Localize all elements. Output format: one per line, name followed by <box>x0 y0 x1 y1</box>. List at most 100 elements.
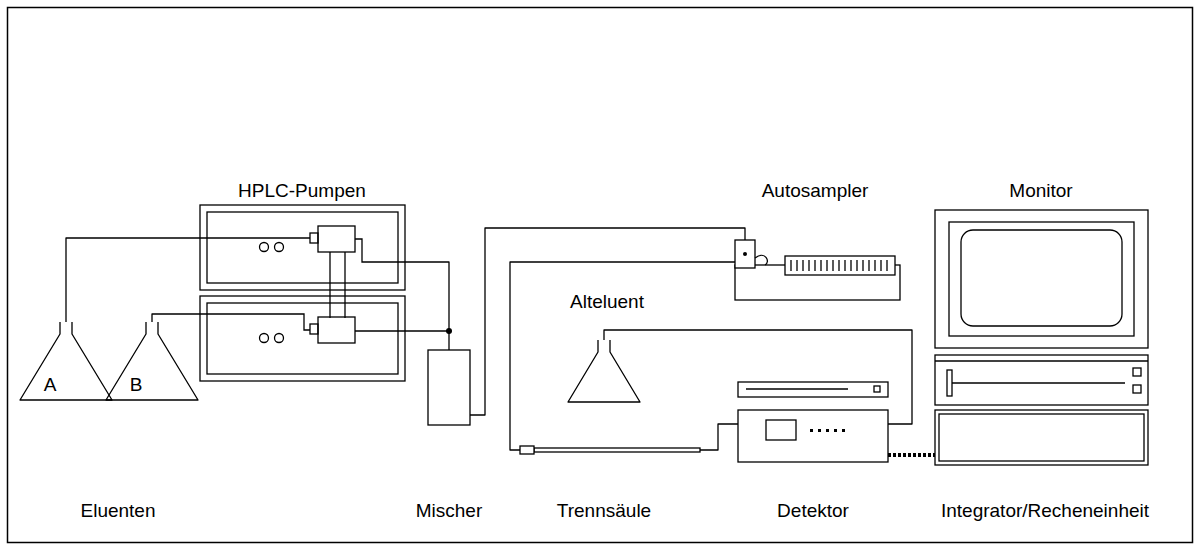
unit-line <box>952 382 1125 383</box>
detector-body <box>738 410 888 462</box>
pump-housing <box>200 205 405 290</box>
autosampler: Autosampler <box>735 240 900 300</box>
vial <box>820 260 821 271</box>
monitor-housing <box>935 210 1148 348</box>
shape-outline <box>935 210 1148 465</box>
vial <box>832 260 833 271</box>
monitor-bezel <box>949 222 1134 336</box>
outlet-tube <box>355 239 405 262</box>
pump-head <box>318 317 355 343</box>
tube <box>405 262 449 350</box>
shape-outline <box>20 322 112 400</box>
part-label: Monitor <box>1009 180 1072 202</box>
pump-knob <box>275 334 284 343</box>
vial <box>796 260 797 271</box>
detector: Detektor <box>738 380 888 462</box>
pump-inlet <box>310 324 318 334</box>
sample-tray <box>785 256 895 275</box>
part-label: Trennsäule <box>557 500 651 522</box>
mixer-box <box>428 350 470 425</box>
integrator-panel <box>939 414 1144 461</box>
monitor-screen <box>961 230 1122 326</box>
pump-knob <box>260 334 269 343</box>
data-cable <box>888 453 935 457</box>
eluent-flask: B <box>106 322 198 400</box>
disk-slot <box>947 370 952 396</box>
inlet-tube <box>200 237 310 238</box>
shape-outline <box>200 205 405 381</box>
group-label: Eluenten <box>80 500 155 522</box>
tube <box>152 314 200 322</box>
column-tube <box>534 448 700 452</box>
pump-head <box>318 226 355 252</box>
tube <box>470 228 745 415</box>
detector-led <box>810 429 813 432</box>
detector-slot <box>746 388 848 389</box>
waste-flask: Alteluent <box>568 340 640 402</box>
flask-outline <box>106 322 198 400</box>
part-label: Integrator/Recheneinheit <box>941 500 1149 522</box>
detector-led <box>834 429 837 432</box>
flask-outline <box>20 322 112 400</box>
detector-button <box>874 386 880 392</box>
injector <box>735 240 755 268</box>
detector-led <box>818 429 821 432</box>
outlet-tube <box>355 330 405 331</box>
shape-outline <box>735 240 900 300</box>
unit-strip <box>935 360 1148 361</box>
part-label: B <box>130 374 143 396</box>
vial <box>844 260 845 271</box>
tube <box>510 262 735 450</box>
injector-port <box>743 252 747 256</box>
vial <box>880 260 881 271</box>
vial <box>868 260 869 271</box>
detector-led <box>842 429 845 432</box>
pump-outlet-tube <box>405 330 449 331</box>
part-label: HPLC-Pumpen <box>238 180 366 202</box>
vial <box>814 260 815 271</box>
detector-top-unit <box>738 382 888 397</box>
part-label: Detektor <box>777 500 849 522</box>
pump-stack: HPLC-Pumpen <box>200 205 405 381</box>
pump-link <box>344 252 345 318</box>
eluent-flask: A <box>20 322 112 400</box>
unit-button <box>1133 368 1141 376</box>
pump-knob <box>260 243 269 252</box>
part-label: A <box>44 374 57 396</box>
vial <box>790 260 791 271</box>
tube <box>700 424 738 450</box>
frame <box>8 8 1193 543</box>
shape-outline <box>106 322 198 400</box>
pump-link <box>329 252 330 318</box>
part-label: Mischer <box>416 500 483 522</box>
integrator-unit <box>935 410 1148 465</box>
vial <box>862 260 863 271</box>
vial <box>808 260 809 271</box>
mixer: Mischer <box>428 350 470 425</box>
column: Trennsäule <box>520 444 700 456</box>
computer-unit <box>935 355 1148 405</box>
shape-outline <box>568 340 640 402</box>
pump-knob <box>275 243 284 252</box>
computer: MonitorIntegrator/Recheneinheit <box>935 210 1148 465</box>
shape-outline <box>520 444 700 456</box>
vial <box>874 260 875 271</box>
inlet-tube <box>200 314 310 330</box>
sample-loop <box>755 255 767 265</box>
flask-outline <box>568 340 640 402</box>
part-label: Alteluent <box>570 291 644 313</box>
column-fitting <box>520 446 534 454</box>
pump-housing <box>200 296 405 381</box>
vial <box>838 260 839 271</box>
detector-display <box>766 420 796 440</box>
pump-inlet <box>310 233 318 243</box>
vial <box>826 260 827 271</box>
vial <box>856 260 857 271</box>
tube <box>66 238 200 322</box>
part-label: Autosampler <box>762 180 869 202</box>
pump-panel <box>207 212 398 283</box>
vial <box>850 260 851 271</box>
